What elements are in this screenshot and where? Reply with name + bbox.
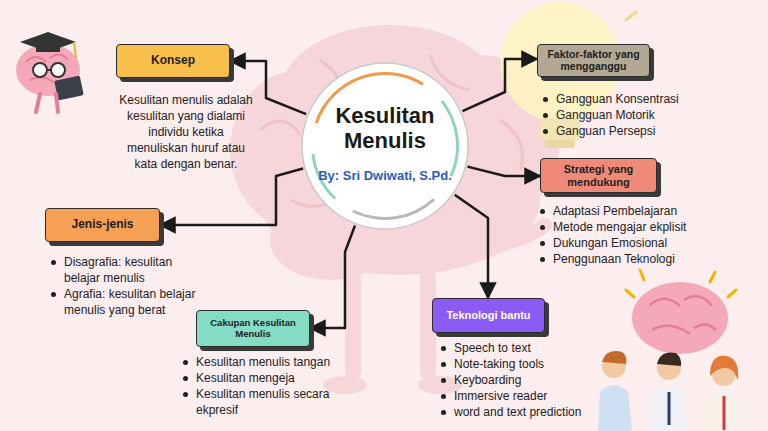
bullet-text: Kesulitan menulis tangan [196,355,330,369]
topic-box: Cakupan Kesulitan MenulisKesulitan menul… [196,310,310,347]
bullet-text: word and text prediction [454,405,581,419]
connector-arrow [160,169,303,225]
bullet-text: Metode mengajar ekplisit [553,220,686,234]
bullet-dot [441,362,446,367]
topic-box: Strategi yang mendukungAdaptasi Pembelaj… [540,158,657,193]
bullet-list: Disagrafia: kesulitan belajar menulisAgr… [48,254,198,318]
connector-arrow [463,59,537,111]
bullet-text: Disagrafia: kesulitan belajar menulis [64,255,172,285]
bullet-dot [543,97,548,102]
heading-text: Konsep [151,54,195,67]
decor-arc [352,198,435,220]
bullet-text: Note-taking tools [454,357,544,371]
bullet-dot [543,129,548,134]
bullet-text: Keyboarding [454,373,521,387]
bullet-text: Kesulitan menulis secara ekpresif [196,387,329,417]
connector-arrow [467,167,540,176]
bullet-dot [441,410,446,415]
heading-text: Strategi yang mendukung [547,163,650,187]
decor-arc [441,100,459,177]
main-title: Kesulitan Menulis [320,103,450,154]
heading-box: Teknologi bantu [432,298,545,333]
topic-box: Jenis-jenisDisagrafia: kesulitan belajar… [45,208,160,242]
connector-arrow [310,226,355,328]
central-circle: Kesulitan MenulisBy: Sri Dwiwati, S.Pd. [300,61,470,231]
bullet-dot [543,113,548,118]
bullet-dot [441,346,446,351]
bullet-text: Speech to text [454,341,531,355]
topic-box: KonsepKesulitan menulis adalah kesulitan… [116,44,230,78]
brain-character [16,32,84,112]
heading-text: Cakupan Kesulitan Menulis [203,318,303,339]
heading-text: Jenis-jenis [71,218,133,231]
heading-text: Teknologi bantu [446,309,530,321]
heading-box: Strategi yang mendukung [540,158,657,193]
bullet-dot [183,360,188,365]
description: Kesulitan menulis adalah kesulitan yang … [118,92,254,172]
bullet-dot [51,292,56,297]
bullet-text: Agrafia: kesulitan belajar menulis yang … [64,287,195,317]
bullet-text: Dukungan Emosional [553,236,667,250]
bullet-dot [183,376,188,381]
bullet-text: Gangguan Motorik [556,108,655,122]
bullet-dot [540,209,545,214]
bullet-text: Adaptasi Pembelajaran [553,204,677,218]
topic-box: Teknologi bantuSpeech to textNote-taking… [432,298,545,333]
bullet-dot [540,257,545,262]
bullet-text: Kesulitan mengeja [196,371,295,385]
heading-box: Cakupan Kesulitan Menulis [196,310,310,347]
bullet-dot [51,260,56,265]
bullet-text: Penggunaan Teknologi [553,252,675,266]
bullet-dot [183,392,188,397]
bullet-dot [441,378,446,383]
bullet-dot [540,225,545,230]
circle-shape [302,63,468,229]
bullet-list: Speech to textNote-taking toolsKeyboardi… [438,340,610,420]
bullet-list: Adaptasi PembelajaranMetode mengajar ekp… [537,203,697,267]
heading-box: Faktor-faktor yang mengganggu [537,44,650,77]
people-illustration [598,351,742,431]
thinking-brain [626,270,736,354]
bullet-list: Kesulitan menulis tanganKesulitan mengej… [180,354,356,418]
heading-box: Jenis-jenis [45,208,160,242]
bullet-list: Gangguan KonsentrasiGangguan MotorikGang… [540,91,730,139]
bullet-text: Gangguan Konsentrasi [556,92,679,106]
heading-text: Faktor-faktor yang mengganggu [544,49,643,72]
topic-box: Faktor-faktor yang menggangguGangguan Ko… [537,44,650,77]
bullet-text: Ganguan Persepsi [556,124,655,138]
heading-box: Konsep [116,44,230,78]
connector-arrow [455,195,488,298]
bullet-text: Immersive reader [454,389,547,403]
bullet-dot [540,241,545,246]
author-byline: By: Sri Dwiwati, S.Pd. [305,168,465,184]
bullet-dot [441,394,446,399]
description-text: Kesulitan menulis adalah kesulitan yang … [119,93,252,171]
